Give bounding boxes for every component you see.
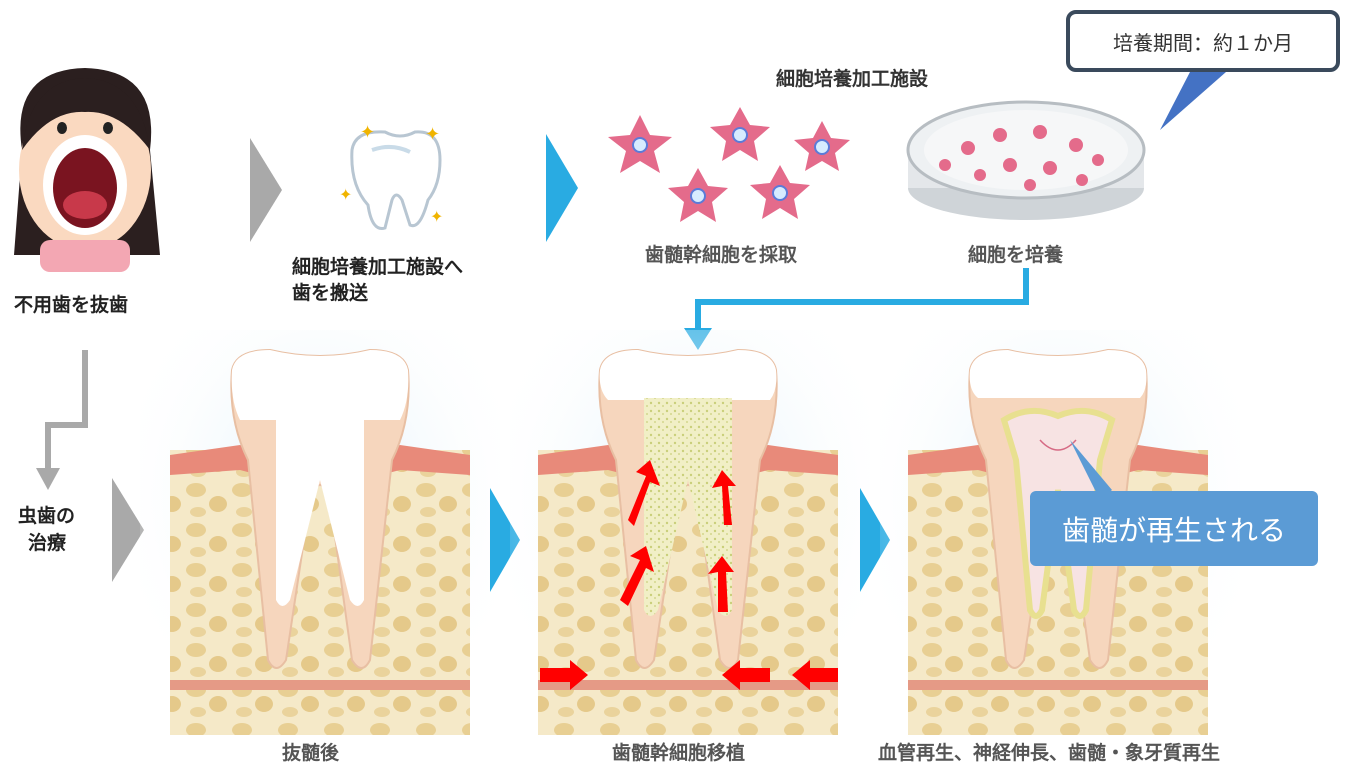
tooth-panel-transplant	[510, 330, 870, 750]
extracted-tooth-icon: ✦ ✦ ✦ ✦	[339, 122, 443, 229]
tooth-panel-after-pulpectomy	[140, 330, 500, 750]
svg-text:✦: ✦	[425, 124, 440, 145]
grey-arrow-2	[112, 478, 144, 582]
label-extract: 不用歯を抜歯	[14, 292, 128, 318]
label-harvest: 歯髄幹細胞を採取	[645, 240, 797, 267]
label-transport-line1: 細胞培養加工施設へ	[292, 254, 463, 280]
stem-cells-icon	[608, 107, 850, 222]
callout-pointer	[1160, 72, 1226, 130]
svg-text:✦: ✦	[360, 122, 375, 143]
svg-text:✦: ✦	[339, 185, 352, 204]
culture-period-callout: 培養期間：約１か月	[1066, 10, 1340, 72]
girl-illustration	[14, 68, 160, 272]
petri-dish-icon	[908, 102, 1144, 220]
label-after-pulpectomy: 抜髄後	[282, 738, 339, 765]
label-transplant: 歯髄幹細胞移植	[612, 738, 745, 765]
grey-down-arrow	[36, 350, 85, 490]
label-transport-line2: 歯を搬送	[292, 280, 368, 306]
label-facility: 細胞培養加工施設	[776, 66, 928, 92]
label-regeneration: 血管再生、神経伸長、歯髄・象牙質再生	[878, 738, 1220, 765]
label-culture: 細胞を培養	[968, 240, 1063, 267]
blue-arrow-1	[546, 134, 578, 242]
label-cavity-line1: 虫歯の	[18, 503, 75, 529]
svg-text:✦: ✦	[430, 207, 443, 226]
grey-arrow-1	[250, 138, 282, 242]
label-cavity-line2: 治療	[28, 530, 66, 556]
pulp-regeneration-note: 歯髄が再生される	[1030, 491, 1318, 566]
